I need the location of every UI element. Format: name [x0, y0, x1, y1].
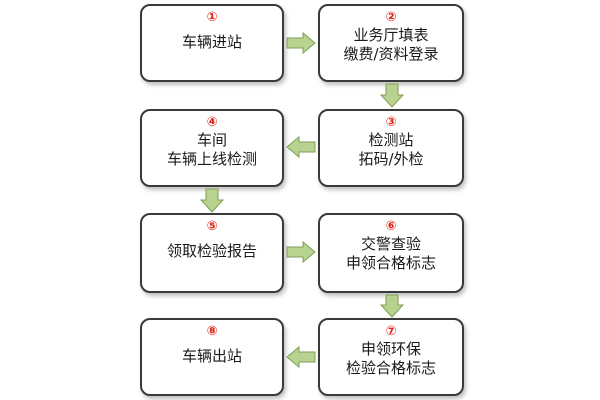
- step-label: 领取检验报告: [166, 242, 257, 260]
- step-label-line-1: 车间: [196, 131, 227, 149]
- step-5-receive-report: ⑤ 领取检验报告: [140, 213, 284, 293]
- step-number: ⑤: [206, 219, 218, 234]
- step-7-environmental-mark: ⑦ 申领环保 检验合格标志: [318, 318, 464, 396]
- step-label-line-2: 申领合格标志: [345, 254, 436, 272]
- arrow-left-icon: [286, 135, 316, 159]
- step-4-workshop-inspection: ④ 车间 车辆上线检测: [140, 109, 284, 187]
- step-label-line-1: 申领环保: [360, 340, 421, 358]
- step-label: 车辆进站: [181, 33, 242, 51]
- step-number: ⑦: [385, 324, 397, 339]
- step-number: ②: [385, 10, 397, 25]
- step-label-line-2: 检验合格标志: [345, 359, 436, 377]
- arrow-right-icon: [286, 240, 316, 264]
- step-8-vehicle-exit: ⑧ 车辆出站: [140, 318, 284, 396]
- arrow-left-icon: [286, 345, 316, 369]
- step-label-line-2: 车辆上线检测: [166, 150, 257, 168]
- step-label-line-1: 业务厅填表: [353, 26, 429, 44]
- step-label: 车辆出站: [181, 347, 242, 365]
- step-number: ③: [385, 115, 397, 130]
- step-number: ⑥: [385, 219, 397, 234]
- step-label-line-1: 交警查验: [360, 235, 421, 253]
- arrow-down-icon: [379, 294, 405, 318]
- step-number: ⑧: [206, 324, 218, 339]
- step-number: ①: [206, 10, 218, 25]
- step-label-line-2: 缴费/资料登录: [343, 45, 439, 63]
- step-6-traffic-police-check: ⑥ 交警查验 申领合格标志: [318, 213, 464, 293]
- arrow-down-icon: [379, 83, 405, 108]
- step-2-business-hall: ② 业务厅填表 缴费/资料登录: [318, 4, 464, 82]
- step-label-line-1: 检测站: [368, 131, 414, 149]
- step-label-line-2: 拓码/外检: [358, 150, 424, 168]
- arrow-down-icon: [199, 188, 225, 213]
- step-number: ④: [206, 115, 218, 130]
- arrow-right-icon: [286, 31, 316, 55]
- step-1-vehicle-entry: ① 车辆进站: [140, 4, 284, 82]
- step-3-inspection-station: ③ 检测站 拓码/外检: [318, 109, 464, 187]
